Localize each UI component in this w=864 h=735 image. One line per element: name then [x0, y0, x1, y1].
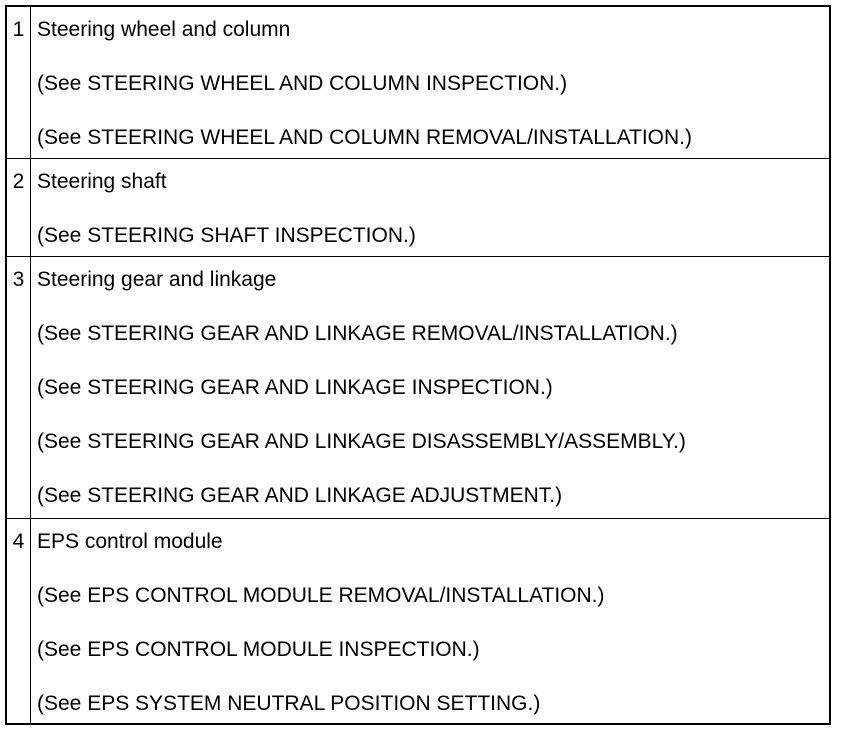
row-number: 3 [7, 257, 31, 519]
reference-link[interactable]: (See STEERING WHEEL AND COLUMN REMOVAL/I… [37, 126, 693, 149]
table-row-3: 3 Steering gear and linkage (See STEERIN… [7, 256, 829, 519]
reference-link[interactable]: (See STEERING GEAR AND LINKAGE REMOVAL/I… [37, 322, 678, 345]
reference-link[interactable]: (See STEERING SHAFT INSPECTION.) [37, 224, 416, 247]
component-table: 1 Steering wheel and column (See STEERIN… [5, 5, 831, 725]
component-title: Steering wheel and column [37, 18, 291, 41]
reference-link[interactable]: (See EPS SYSTEM NEUTRAL POSITION SETTING… [37, 692, 541, 715]
row-number: 1 [7, 7, 31, 158]
reference-link[interactable]: (See STEERING GEAR AND LINKAGE DISASSEMB… [37, 430, 686, 453]
row-content: Steering gear and linkage (See STEERING … [31, 257, 829, 519]
component-title: EPS control module [37, 530, 223, 553]
table-row-1: 1 Steering wheel and column (See STEERIN… [7, 7, 829, 158]
reference-link[interactable]: (See EPS CONTROL MODULE INSPECTION.) [37, 638, 480, 661]
reference-link[interactable]: (See EPS CONTROL MODULE REMOVAL/INSTALLA… [37, 584, 605, 607]
row-content: Steering shaft (See STEERING SHAFT INSPE… [31, 159, 829, 257]
row-content: EPS control module (See EPS CONTROL MODU… [31, 519, 829, 724]
reference-link[interactable]: (See STEERING GEAR AND LINKAGE INSPECTIO… [37, 376, 553, 399]
reference-link[interactable]: (See STEERING WHEEL AND COLUMN INSPECTIO… [37, 72, 568, 95]
table-row-2: 2 Steering shaft (See STEERING SHAFT INS… [7, 158, 829, 257]
table-row-4: 4 EPS control module (See EPS CONTROL MO… [7, 518, 829, 724]
row-number: 2 [7, 159, 31, 257]
component-title: Steering shaft [37, 170, 167, 193]
row-content: Steering wheel and column (See STEERING … [31, 7, 829, 158]
row-number: 4 [7, 519, 31, 724]
reference-link[interactable]: (See STEERING GEAR AND LINKAGE ADJUSTMEN… [37, 484, 563, 507]
component-title: Steering gear and linkage [37, 268, 277, 291]
